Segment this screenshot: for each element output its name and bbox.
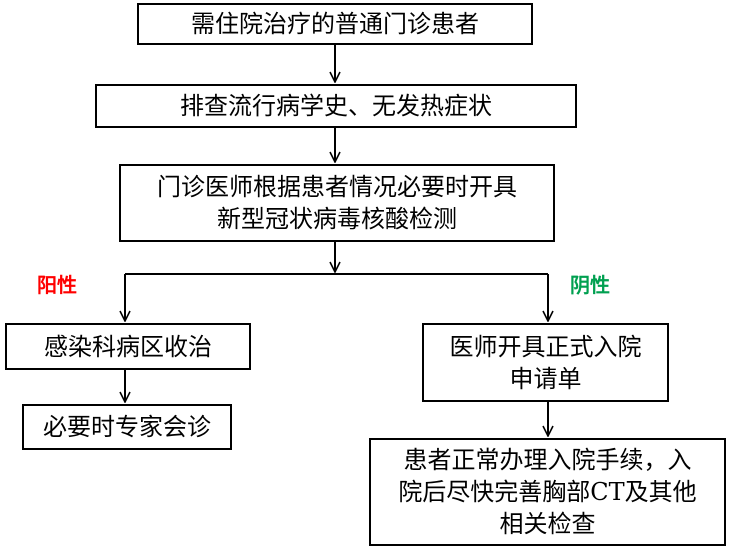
label-negative: 阴性 xyxy=(570,273,610,297)
node-admission-procedure: 患者正常办理入院手续，入 院后尽快完善胸部CT及其他 相关检查 xyxy=(369,438,726,546)
node-infection-ward-text: 感染科病区收治 xyxy=(44,332,212,361)
node-admission-line2: 申请单 xyxy=(509,364,582,393)
node-start: 需住院治疗的普通门诊患者 xyxy=(137,3,533,45)
node-test-line1: 门诊医师根据患者情况必要时开具 xyxy=(157,173,517,201)
node-start-text: 需住院治疗的普通门诊患者 xyxy=(191,10,479,38)
node-nucleic-acid-test: 门诊医师根据患者情况必要时开具 新型冠状病毒核酸检测 xyxy=(119,164,555,242)
node-expert-consult-text: 必要时专家会诊 xyxy=(43,413,211,441)
node-screening-text: 排查流行病学史、无发热症状 xyxy=(180,92,492,120)
node-test-line2: 新型冠状病毒核酸检测 xyxy=(217,205,457,233)
label-positive: 阳性 xyxy=(37,273,77,297)
node-procedure-line3: 相关检查 xyxy=(499,510,596,538)
node-admission-request: 医师开具正式入院 申请单 xyxy=(422,323,669,402)
node-procedure-line2: 院后尽快完善胸部CT及其他 xyxy=(398,478,697,506)
node-screening: 排查流行病学史、无发热症状 xyxy=(95,84,577,128)
node-infection-ward: 感染科病区收治 xyxy=(5,323,251,370)
node-procedure-line1: 患者正常办理入院手续，入 xyxy=(403,446,692,474)
node-expert-consult: 必要时专家会诊 xyxy=(22,404,232,450)
node-admission-line1: 医师开具正式入院 xyxy=(449,332,642,361)
